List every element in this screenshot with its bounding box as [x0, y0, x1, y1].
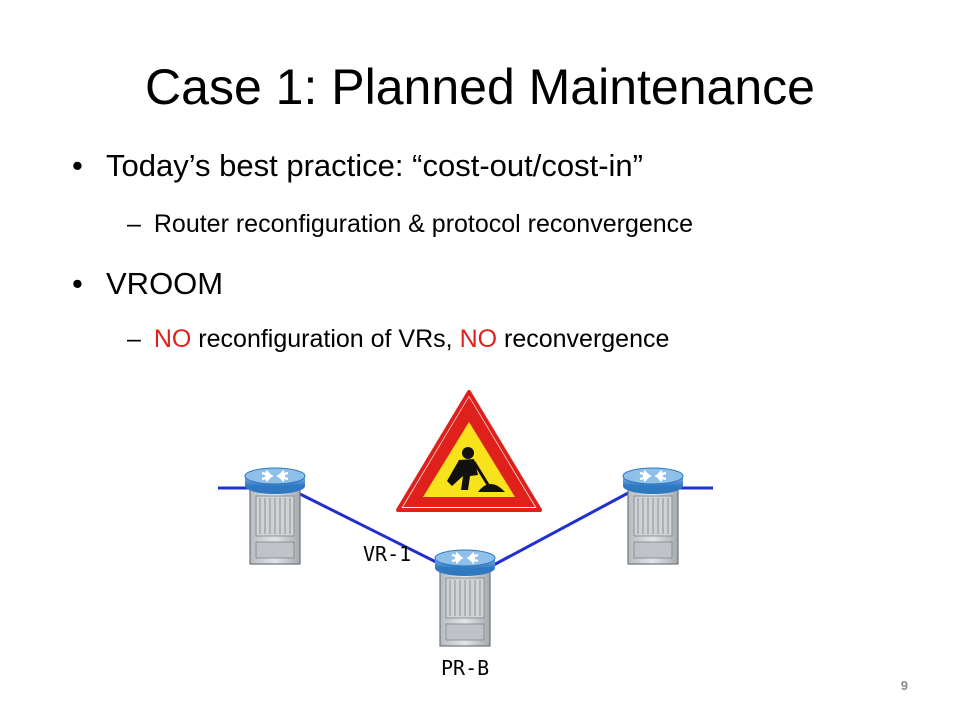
- bullet-text: VROOM: [106, 266, 224, 301]
- no-keyword: NO: [153, 325, 192, 353]
- link-left-to-center: [299, 492, 449, 570]
- no-keyword: NO: [459, 325, 498, 353]
- sub-bullet-text-part: reconfiguration of VRs,: [191, 325, 460, 353]
- sub-bullet-text: Router reconfiguration & protocol reconv…: [153, 210, 694, 238]
- router-icon-left: [243, 466, 307, 566]
- bullet-marker: •: [72, 148, 83, 183]
- sub-bullet-text-part: reconvergence: [497, 325, 670, 353]
- bullet-marker: •: [72, 266, 83, 301]
- router-icon-right: [621, 466, 685, 566]
- pr-label: PR-B: [441, 656, 490, 680]
- maintenance-sign-icon: [396, 390, 542, 512]
- sub-bullet-item-reconfiguration: – Router reconfiguration & protocol reco…: [127, 210, 693, 239]
- slide-number: 9: [900, 678, 908, 693]
- slide-title: Case 1: Planned Maintenance: [145, 59, 815, 115]
- bullet-text: Today’s best practice: “cost-out/cost-in…: [106, 148, 643, 183]
- vr-label: VR-1: [363, 542, 412, 566]
- link-center-to-right: [487, 490, 631, 570]
- router-icon-center: [433, 548, 497, 648]
- sub-bullet-marker: –: [127, 210, 141, 238]
- sub-bullet-marker: –: [127, 325, 141, 353]
- sub-bullet-item-no-reconfiguration: – NO reconfiguration of VRs, NO reconver…: [127, 325, 669, 354]
